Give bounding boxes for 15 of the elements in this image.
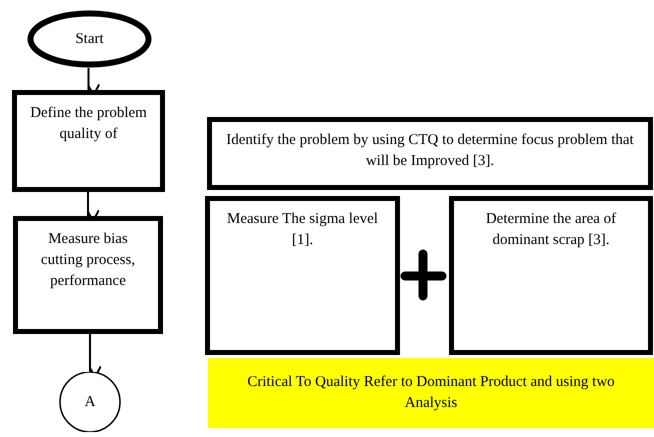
process-box — [205, 196, 400, 355]
node-text: Start — [75, 30, 104, 48]
process-box — [449, 196, 653, 355]
process-box — [13, 216, 163, 334]
highlight-box — [208, 358, 654, 428]
node-text: Determine the area of dominant scrap [3]. — [484, 210, 618, 250]
node-text: Measure The sigma level [1]. — [226, 210, 379, 250]
node-text: Critical To Quality Refer to Dominant Product and using two Analysis — [246, 373, 616, 413]
node-text: Measure bias cutting process, performance — [40, 230, 136, 291]
node-text: Define the problem quality of — [29, 104, 148, 144]
node-text: Identify the problem by using CTQ to determine focus problem that will be Improved [3]. — [225, 131, 635, 171]
start-terminal — [27, 10, 152, 68]
process-box — [207, 117, 653, 190]
node-text: A — [84, 392, 96, 412]
process-box — [12, 90, 165, 192]
